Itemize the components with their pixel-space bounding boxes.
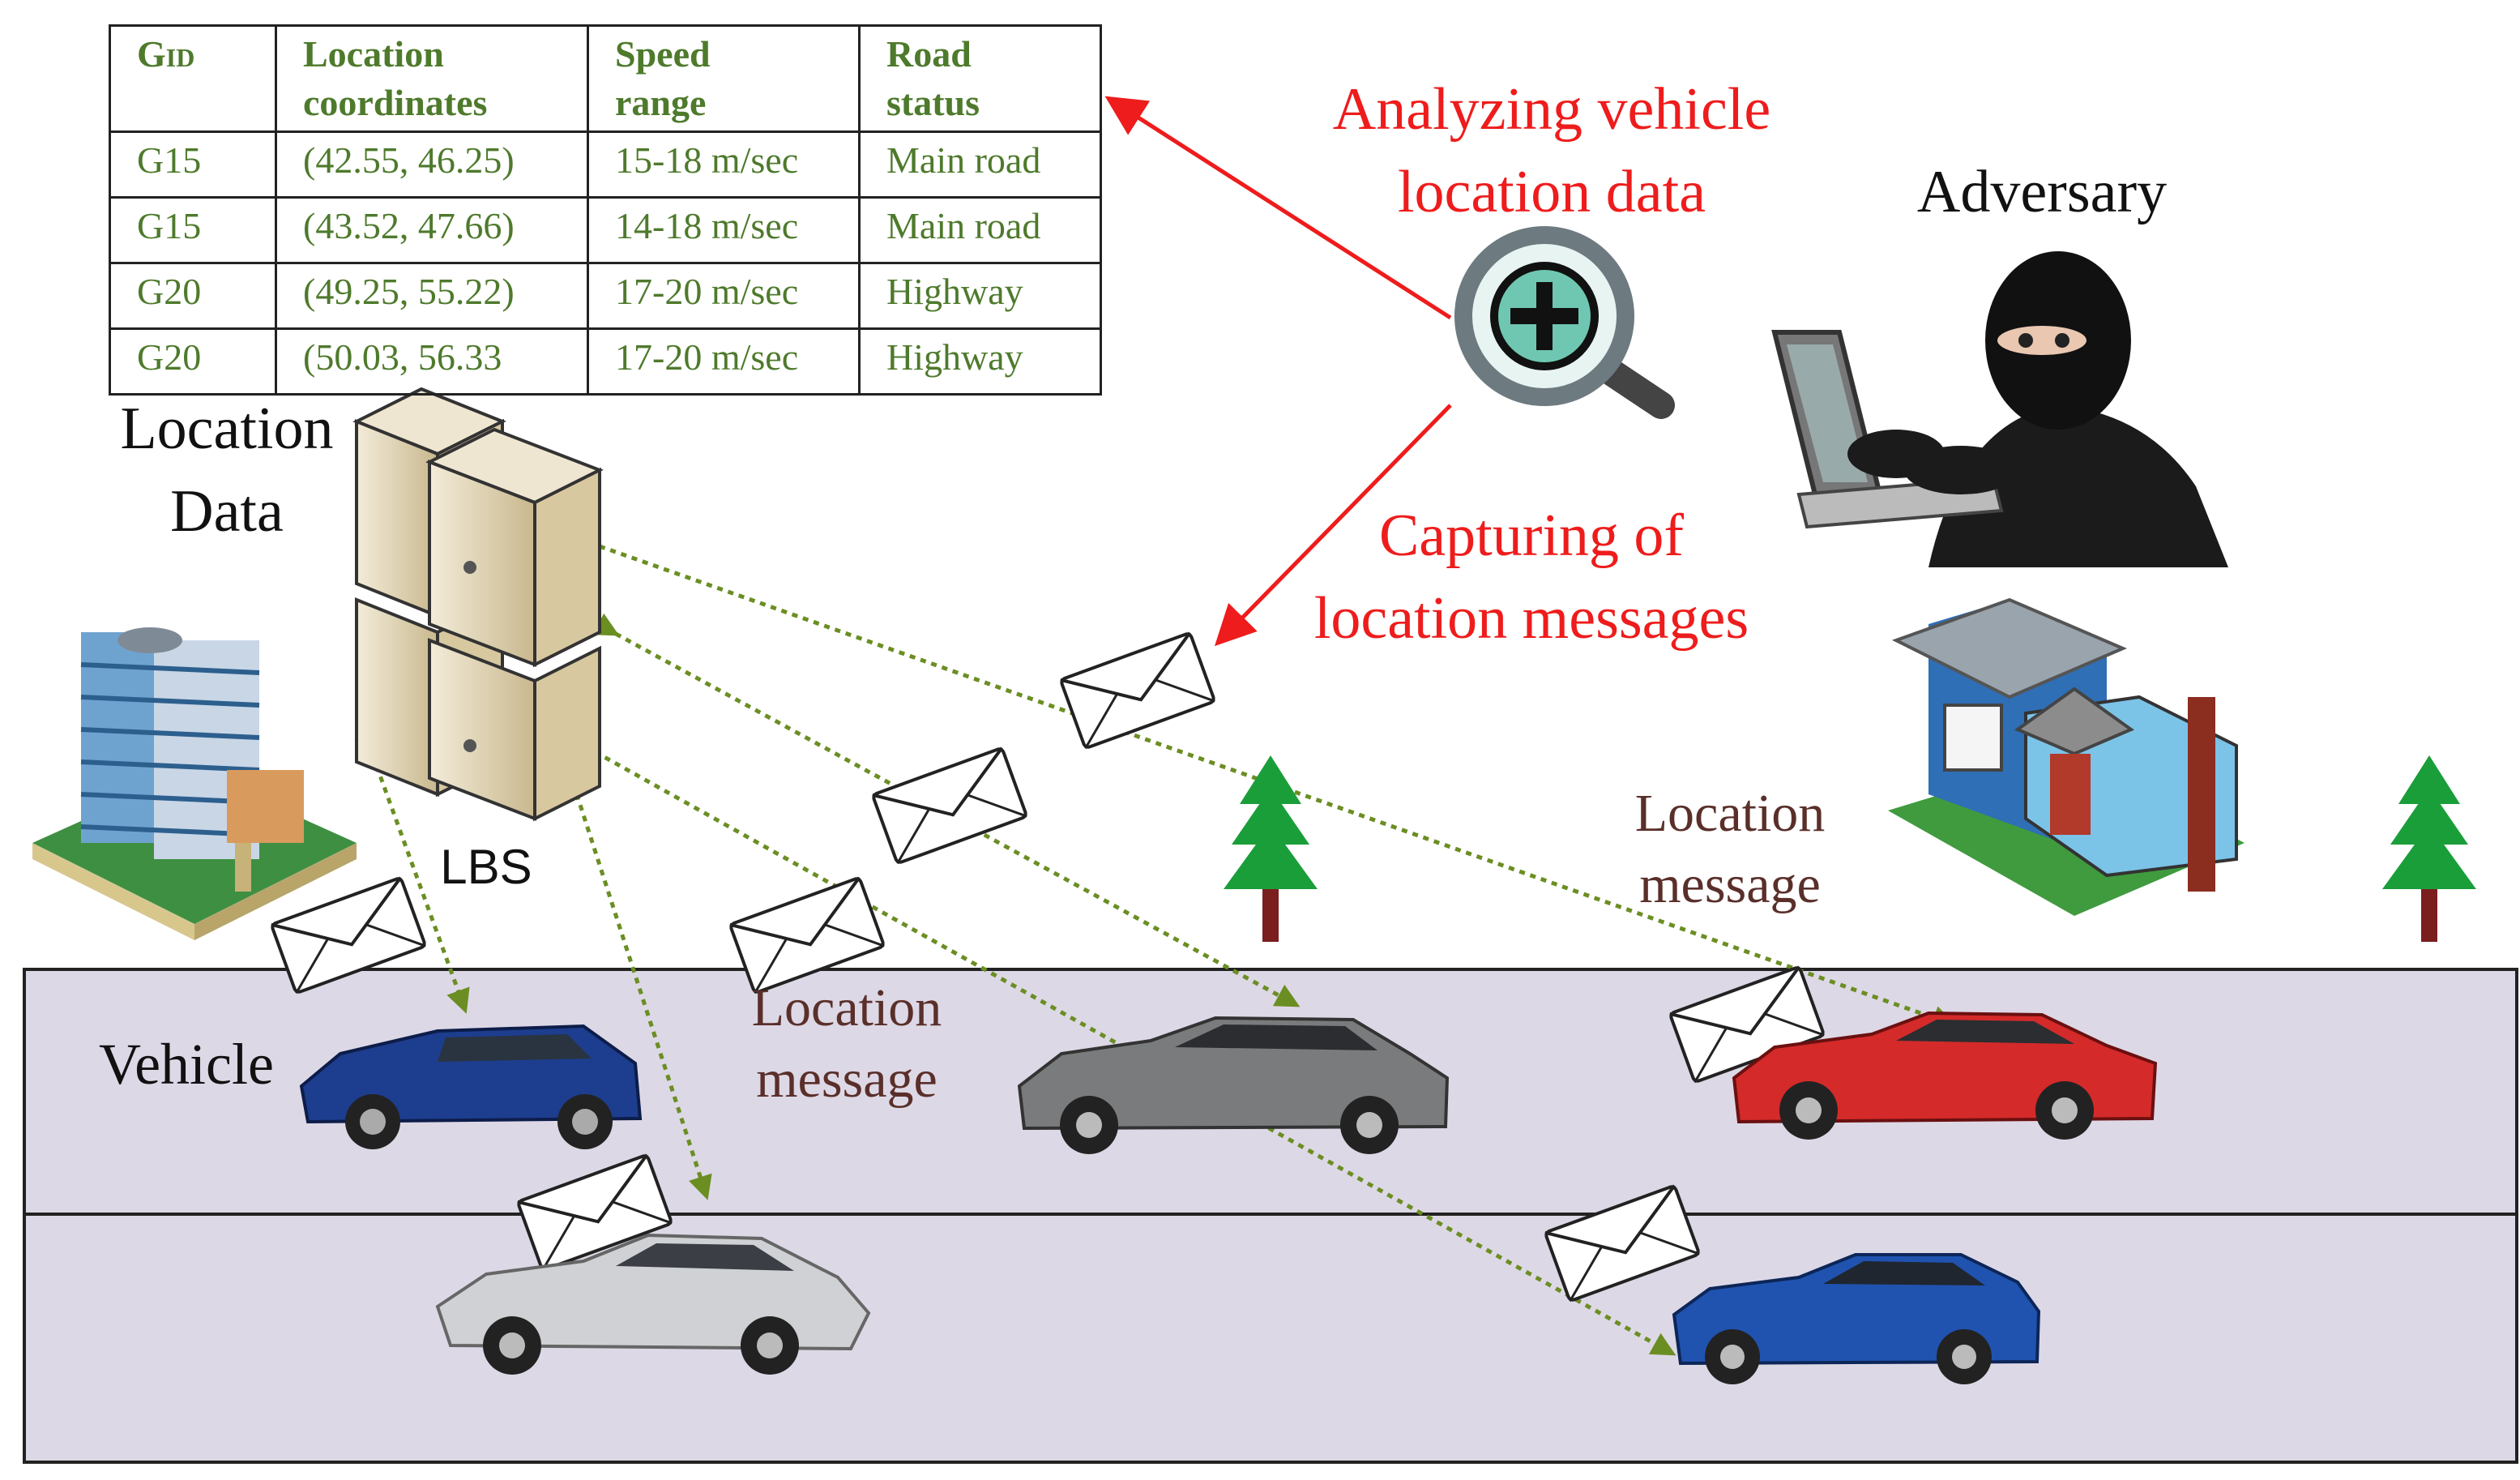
location-message-mid-line1: Location [751,978,942,1037]
cell-road-status: Main road [858,196,1102,264]
table-row: G20 (50.03, 56.33 17-20 m/sec Highway [109,327,1102,396]
capturing-label: Capturing of location messages [1280,494,1783,660]
cell-gid: G15 [109,196,277,264]
lbs-label: LBS [440,840,532,894]
cell-location: (49.25, 55.22) [275,262,589,330]
server-icon [352,387,604,822]
house-icon [1888,597,2245,916]
cell-location: (50.03, 56.33 [275,327,589,396]
cell-gid: G20 [109,327,277,396]
capturing-label-line1: Capturing of [1378,503,1685,569]
cell-road-status: Highway [858,262,1102,330]
location-data-label-line1: Location [120,396,334,462]
table-row: G20 (49.25, 55.22) 17-20 m/sec Highway [109,262,1102,330]
vehicle-label: Vehicle [99,1032,274,1097]
red-car [1732,1011,2158,1140]
location-message-mid-line2: message [756,1050,938,1109]
location-message-right-line1: Location [1634,784,1826,843]
cell-speed: 15-18 m/sec [587,130,861,199]
analyzing-label-line1: Analyzing vehicle [1332,76,1771,143]
location-data-label: Location Data [97,387,357,553]
location-message-label-mid: Location message [713,973,980,1115]
cell-road-status: Highway [858,327,1102,396]
cell-gid: G20 [109,262,277,330]
cell-location: (42.55, 46.25) [275,130,589,199]
cell-location: (43.52, 47.66) [275,196,589,264]
col-header-gid: GID [109,24,277,133]
gray-car [1017,1016,1450,1154]
cell-speed: 17-20 m/sec [587,327,861,396]
analyzing-label: Analyzing vehicle location data [1288,68,1815,233]
table-row: G15 (42.55, 46.25) 15-18 m/sec Main road [109,130,1102,199]
location-message-right-line2: message [1639,855,1821,914]
car-icon [299,1011,2158,1384]
analyzing-arrow [1104,96,1452,320]
building-icon [32,627,357,940]
cell-speed: 17-20 m/sec [587,262,861,330]
analyzing-label-line2: location data [1397,159,1706,225]
cell-speed: 14-18 m/sec [587,196,861,264]
table-row: G15 (43.52, 47.66) 14-18 m/sec Main road [109,196,1102,264]
blue-suv [299,1024,643,1149]
hacker-icon [1771,251,2228,567]
adversary-label: Adversary [1916,159,2168,225]
cell-gid: G15 [109,130,277,199]
location-message-label-right: Location message [1596,778,1864,921]
silver-car [435,1233,871,1375]
magnifier-plus-icon [1454,226,1675,419]
cell-road-status: Main road [858,130,1102,199]
blue-car [1672,1253,2041,1384]
capturing-label-line2: location messages [1313,585,1749,652]
location-data-label-line2: Data [170,478,284,545]
